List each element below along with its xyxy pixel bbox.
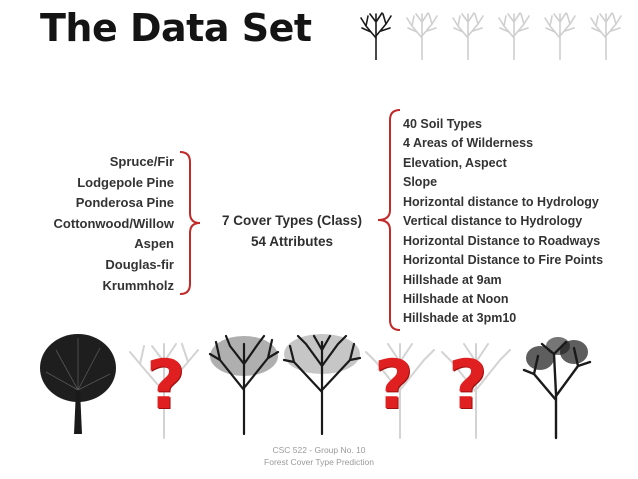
attribute-item: Horizontal distance to Hydrology bbox=[403, 194, 599, 209]
faded-tree-icon bbox=[129, 343, 199, 439]
attribute-item: Hillshade at Noon bbox=[403, 291, 509, 306]
faded-tree-icon bbox=[441, 343, 511, 439]
attribute-item: 40 Soil Types bbox=[403, 117, 482, 131]
right-brace bbox=[377, 109, 401, 331]
attribute-item: Horizontal Distance to Roadways bbox=[403, 233, 601, 248]
question-mark-icon: ? bbox=[374, 346, 414, 425]
attribute-item: Elevation, Aspect bbox=[403, 155, 507, 170]
cover-type-item: Cottonwood/Willow bbox=[53, 215, 174, 231]
bushy-tree-icon bbox=[40, 334, 116, 434]
attribute-list: 40 Soil Types 4 Areas of Wilderness Elev… bbox=[403, 115, 603, 329]
cover-types-count: 7 Cover Types (Class) bbox=[221, 213, 363, 228]
cover-type-item: Aspen bbox=[134, 236, 174, 252]
bare-tree-icon bbox=[590, 12, 622, 60]
cover-type-list: Spruce/Fir Lodgepole Pine Ponderosa Pine… bbox=[54, 152, 174, 296]
bare-tree-icon bbox=[544, 12, 576, 60]
attribute-item: 4 Areas of Wilderness bbox=[403, 136, 534, 151]
cover-type-item: Spruce/Fir bbox=[109, 154, 174, 169]
bare-tree-icon bbox=[406, 12, 438, 60]
cover-type-item: Krummholz bbox=[102, 277, 175, 293]
faded-tree-icon bbox=[365, 343, 435, 439]
attribute-item: Hillshade at 9am bbox=[403, 272, 502, 287]
footer: CSC 522 - Group No. 10 Forest Cover Type… bbox=[0, 444, 638, 468]
center-summary: 7 Cover Types (Class) 54 Attributes bbox=[210, 210, 374, 252]
bare-tree-icon bbox=[360, 12, 392, 60]
slide-title: The Data Set bbox=[40, 6, 312, 50]
left-brace bbox=[179, 151, 201, 295]
bushy-tree-icon bbox=[282, 334, 362, 436]
attributes-count: 54 Attributes bbox=[250, 234, 333, 249]
attribute-item: Slope bbox=[403, 175, 438, 190]
footer-project: Forest Cover Type Prediction bbox=[264, 457, 374, 467]
attribute-item: Horizontal Distance to Fire Points bbox=[403, 253, 604, 268]
cover-type-item: Douglas-fir bbox=[105, 256, 174, 272]
attribute-item: Hillshade at 3pm10 bbox=[403, 311, 517, 326]
attribute-item: Vertical distance to Hydrology bbox=[403, 214, 583, 229]
bare-tree-icon bbox=[498, 12, 530, 60]
bushy-tree-icon bbox=[208, 334, 280, 436]
footer-course: CSC 522 - Group No. 10 bbox=[272, 445, 366, 455]
bare-tree-icon bbox=[452, 12, 484, 60]
cover-type-item: Ponderosa Pine bbox=[75, 195, 174, 211]
cover-type-item: Lodgepole Pine bbox=[77, 174, 174, 190]
question-mark-icon: ? bbox=[448, 346, 488, 425]
bushy-tree-icon bbox=[522, 337, 592, 440]
question-mark-icon: ? bbox=[146, 346, 186, 425]
